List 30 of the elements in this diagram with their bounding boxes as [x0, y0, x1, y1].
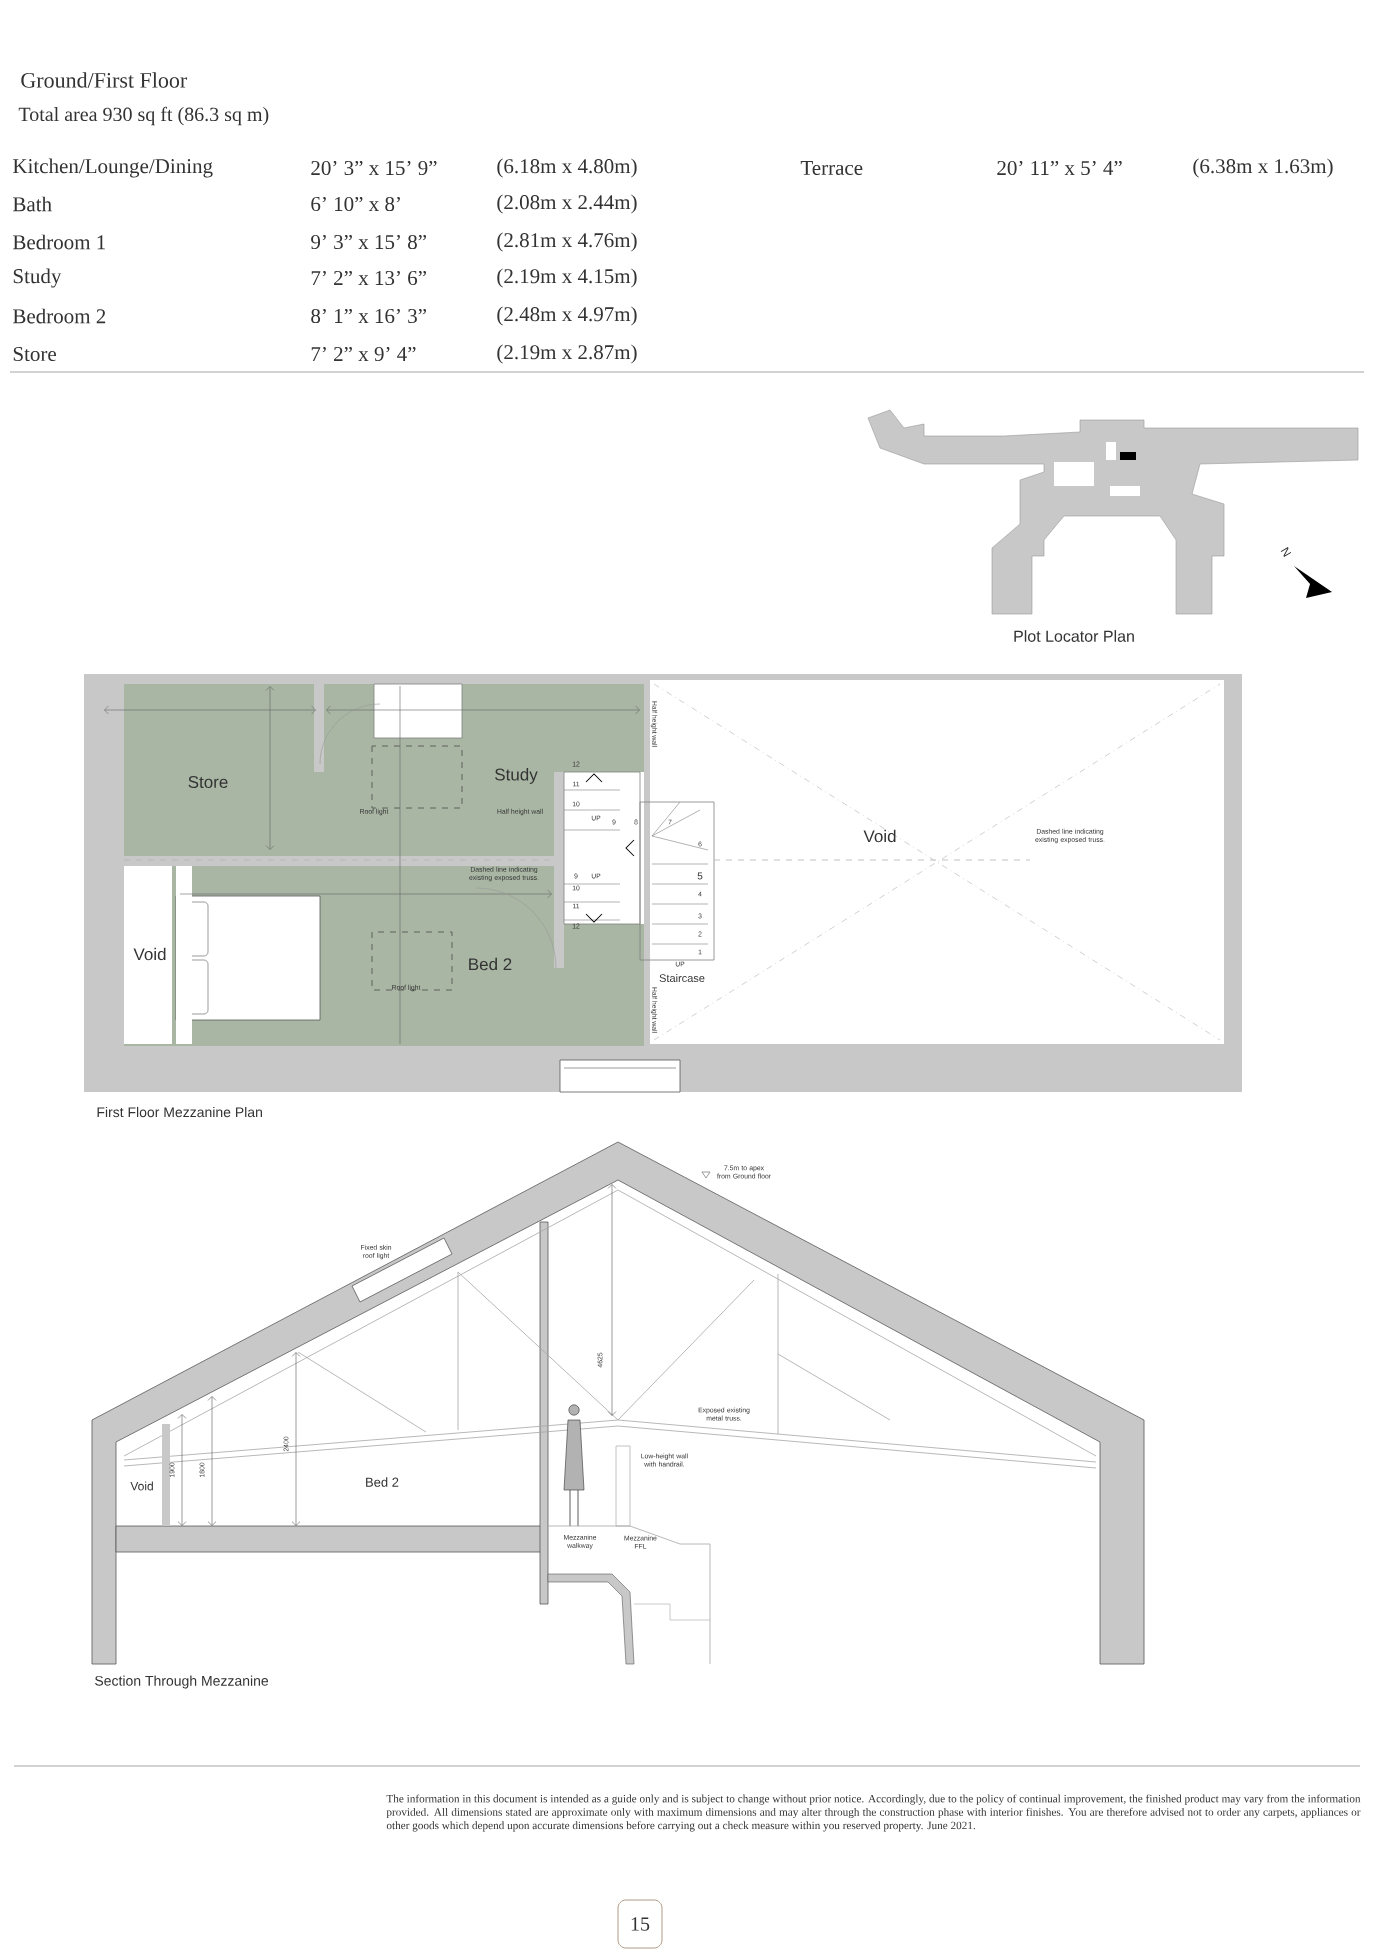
room-label: Void	[863, 829, 896, 843]
caption: Plot Locator Plan	[1014, 630, 1134, 642]
table-cell: Study	[13, 268, 62, 288]
table-cell: 7’ 2” x 13’ 6”	[311, 270, 427, 286]
table-cell: (2.48m x 4.97m)	[497, 306, 637, 326]
table-cell: 8’ 1” x 16’ 3”	[311, 308, 427, 324]
table-cell: Store	[13, 346, 56, 362]
table-cell: (2.08m x 2.44m)	[497, 194, 637, 214]
table-cell: 7’ 2” x 9’ 4”	[311, 346, 416, 362]
heading: Ground/First Floor	[21, 72, 188, 88]
table-cell: (2.19m x 2.87m)	[497, 344, 637, 364]
table-cell: Bedroom 2	[13, 308, 106, 324]
table-cell: 20’ 3” x 15’ 9”	[311, 160, 437, 176]
table-cell: 20’ 11” x 5’ 4”	[997, 160, 1122, 176]
room-label: Study	[495, 768, 538, 784]
table-cell: (2.19m x 4.15m)	[497, 268, 637, 288]
table-cell: Kitchen/Lounge/Dining	[13, 158, 213, 178]
area-text: Total area 930 sq ft (86.3 sq m)	[18, 106, 269, 126]
room-label: Void	[133, 947, 166, 961]
table-cell: 9’ 3” x 15’ 8”	[311, 234, 427, 250]
table-cell: Terrace	[800, 161, 863, 175]
table-cell: (6.18m x 4.80m)	[497, 158, 637, 178]
page-number: 15	[617, 1899, 663, 1949]
table-cell: (2.81m x 4.76m)	[497, 232, 637, 252]
table-cell: Bath	[13, 196, 52, 212]
room-label: Store	[188, 776, 228, 788]
room-label: Bed 2	[469, 957, 512, 971]
table-cell: Bedroom 1	[13, 234, 106, 250]
table-cell: (6.38m x 1.63m)	[1193, 158, 1333, 178]
table-cell: 6’ 10” x 8’	[311, 196, 400, 212]
